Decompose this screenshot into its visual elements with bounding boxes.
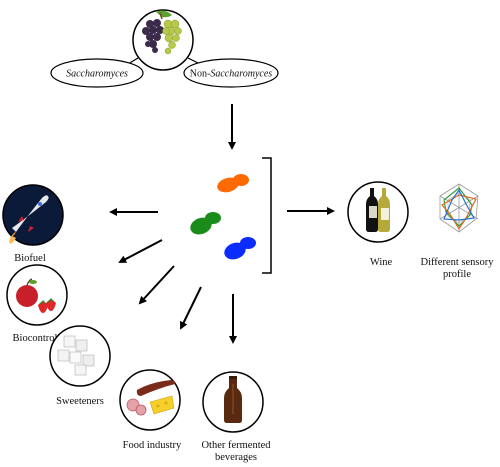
fruit-icon xyxy=(16,278,56,313)
green-yeast-icon xyxy=(190,212,221,235)
non-saccharomyces-bubble: Non-Saccharomyces xyxy=(183,57,279,88)
arrow-to-sweeteners xyxy=(138,265,175,305)
blue-yeast-icon xyxy=(224,237,256,260)
yeast-cells xyxy=(190,174,256,260)
arrow-to-biocontrol xyxy=(118,239,163,263)
sausage-cheese-icon xyxy=(126,380,175,416)
other-beverages-label-line1: Other fermented xyxy=(201,440,271,451)
food-industry-label: Food industry xyxy=(123,440,182,451)
biocontrol-label: Biocontrol xyxy=(13,333,58,344)
rocket-icon xyxy=(9,195,49,244)
sensory-label-line1: Different sensory xyxy=(421,257,495,268)
saccharomyces-bubble: Saccharomyces xyxy=(50,57,144,88)
sweeteners-label: Sweeteners xyxy=(56,396,104,407)
non-suffix: Saccharomyces xyxy=(210,69,272,80)
arrow-to-food-industry xyxy=(180,286,202,330)
sugar-cubes-icon xyxy=(57,335,95,376)
grapes-icon xyxy=(142,10,182,55)
grapes-node xyxy=(132,9,194,71)
biofuel-label: Biofuel xyxy=(14,253,46,264)
food-industry-node: Food industry xyxy=(119,369,182,451)
beer-bottle-icon xyxy=(224,376,242,423)
wine-label: Wine xyxy=(370,257,393,268)
biofuel-node: Biofuel xyxy=(2,184,64,264)
wine-node: Wine xyxy=(347,181,409,268)
radar-chart-icon xyxy=(439,183,479,233)
sensory-label-line2: profile xyxy=(443,269,471,280)
biocontrol-node: Biocontrol xyxy=(6,264,68,344)
saccharomyces-label: Saccharomyces xyxy=(66,69,128,80)
non-prefix: Non- xyxy=(190,69,211,80)
non-saccharomyces-label: Non-Saccharomyces xyxy=(190,69,272,80)
other-beverages-label-line2: beverages xyxy=(215,452,257,463)
yeast-bracket xyxy=(262,157,272,274)
other-beverages-node: Other fermented beverages xyxy=(201,371,271,463)
sensory-profile-node: Different sensory profile xyxy=(421,183,495,280)
orange-yeast-icon xyxy=(217,174,249,193)
wine-bottles-icon xyxy=(366,188,390,232)
sweeteners-node: Sweeteners xyxy=(49,325,111,407)
